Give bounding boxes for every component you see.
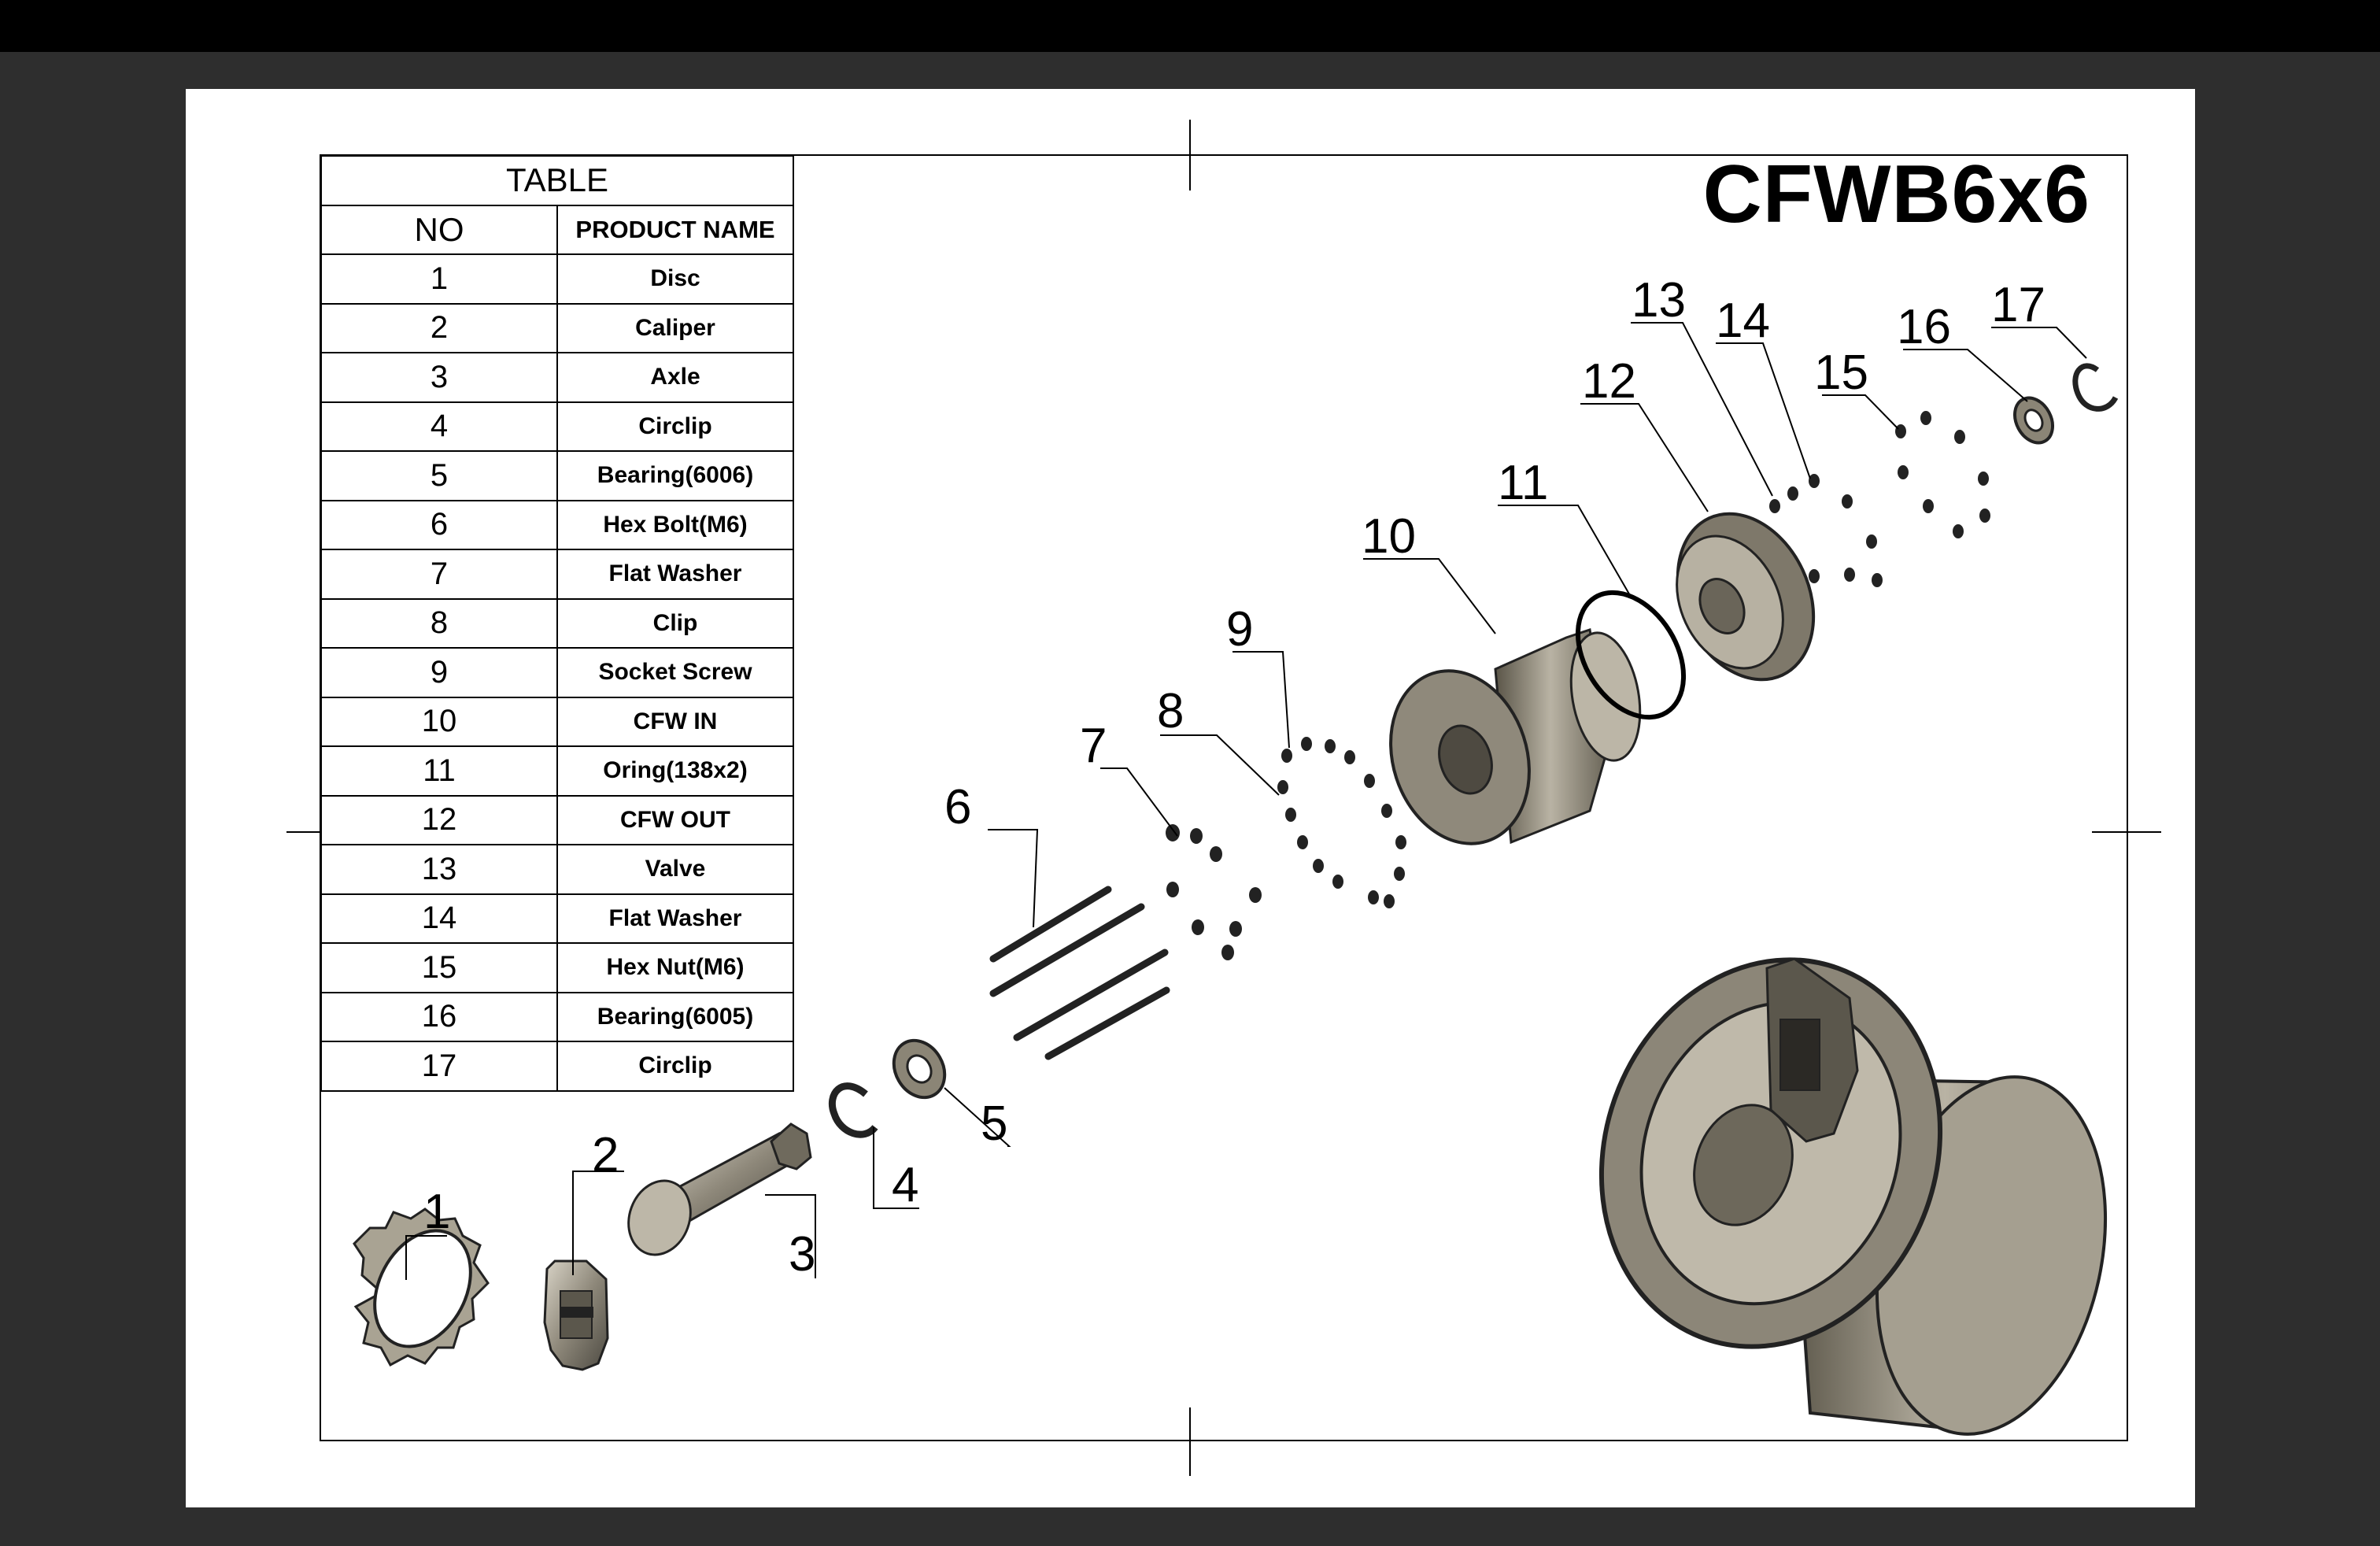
row-name: Circlip [556,1041,794,1092]
row-name: Bearing(6005) [556,991,794,1042]
valve-washers-part [1769,474,1883,587]
callout-13: 13 [1632,273,1686,327]
callout-7: 7 [1080,719,1107,773]
bearing-6005-part [2013,396,2054,445]
callout-3: 3 [789,1227,815,1282]
model-title: CFWB6x6 [1702,149,2090,240]
row-name: Circlip [556,401,794,452]
row-name: Oring(138x2) [556,745,794,797]
row-name: Clip [556,597,794,649]
leader-lines [405,322,2087,1280]
callout-4: 4 [892,1158,918,1212]
row-name: Flat Washer [556,549,794,600]
callout-5: 5 [981,1097,1007,1151]
row-name: CFW IN [556,696,794,747]
hex-nuts-part [1895,411,1990,538]
row-no: 6 [320,499,558,550]
row-no: 17 [320,1041,558,1092]
row-no: 9 [320,647,558,698]
row-no: 11 [320,745,558,797]
callout-10: 10 [1362,509,1416,564]
top-bar [0,0,2380,52]
row-no: 3 [320,352,558,403]
row-no: 16 [320,991,558,1042]
row-no: 7 [320,549,558,600]
assembled-wheel-render [1598,957,2108,1436]
row-name: Socket Screw [556,647,794,698]
circlip-part [828,1082,878,1138]
flat-washers-part [1166,824,1262,960]
cfw-out-part [1676,512,1816,682]
callout-12: 12 [1582,354,1636,409]
table-title: TABLE [320,155,794,206]
callout-9: 9 [1226,602,1253,656]
callout-11: 11 [1498,456,1548,510]
callout-16: 16 [1897,300,1951,354]
socket-screw-ring-part [1277,737,1406,908]
header-no: NO [320,204,558,255]
disc-part [353,1208,490,1367]
row-no: 14 [320,893,558,944]
row-no: 15 [320,942,558,993]
row-name: Axle [556,352,794,403]
row-name: Hex Bolt(M6) [556,499,794,550]
axle-part [627,1123,812,1256]
callout-1: 1 [423,1185,450,1239]
row-name: CFW OUT [556,794,794,845]
row-no: 2 [320,302,558,353]
callout-6: 6 [944,780,971,834]
row-no: 4 [320,401,558,452]
caliper-part [543,1259,609,1371]
row-name: Flat Washer [556,893,794,944]
row-name: Disc [556,253,794,305]
bearing-6006-part [892,1038,947,1100]
row-name: Valve [556,844,794,895]
row-no: 10 [320,696,558,747]
row-no: 12 [320,794,558,845]
cfw-in-part [1389,628,1642,845]
row-no: 1 [320,253,558,305]
callout-14: 14 [1716,294,1770,348]
row-name: Bearing(6006) [556,450,794,501]
callout-17: 17 [1991,278,2046,332]
row-name: Hex Nut(M6) [556,942,794,993]
oring-part [1575,590,1687,720]
row-no: 5 [320,450,558,501]
row-no: 8 [320,597,558,649]
row-no: 13 [320,844,558,895]
hex-bolts-part [989,886,1170,1060]
callout-numbers: 1 2 3 4 5 6 7 8 9 10 11 12 13 14 15 16 1… [423,273,2046,1282]
callout-15: 15 [1814,346,1868,400]
header-product-name: PRODUCT NAME [556,204,794,255]
row-name: Caliper [556,302,794,353]
callout-2: 2 [592,1128,619,1182]
circlip-17-part [2072,363,2119,412]
callout-8: 8 [1157,684,1184,738]
